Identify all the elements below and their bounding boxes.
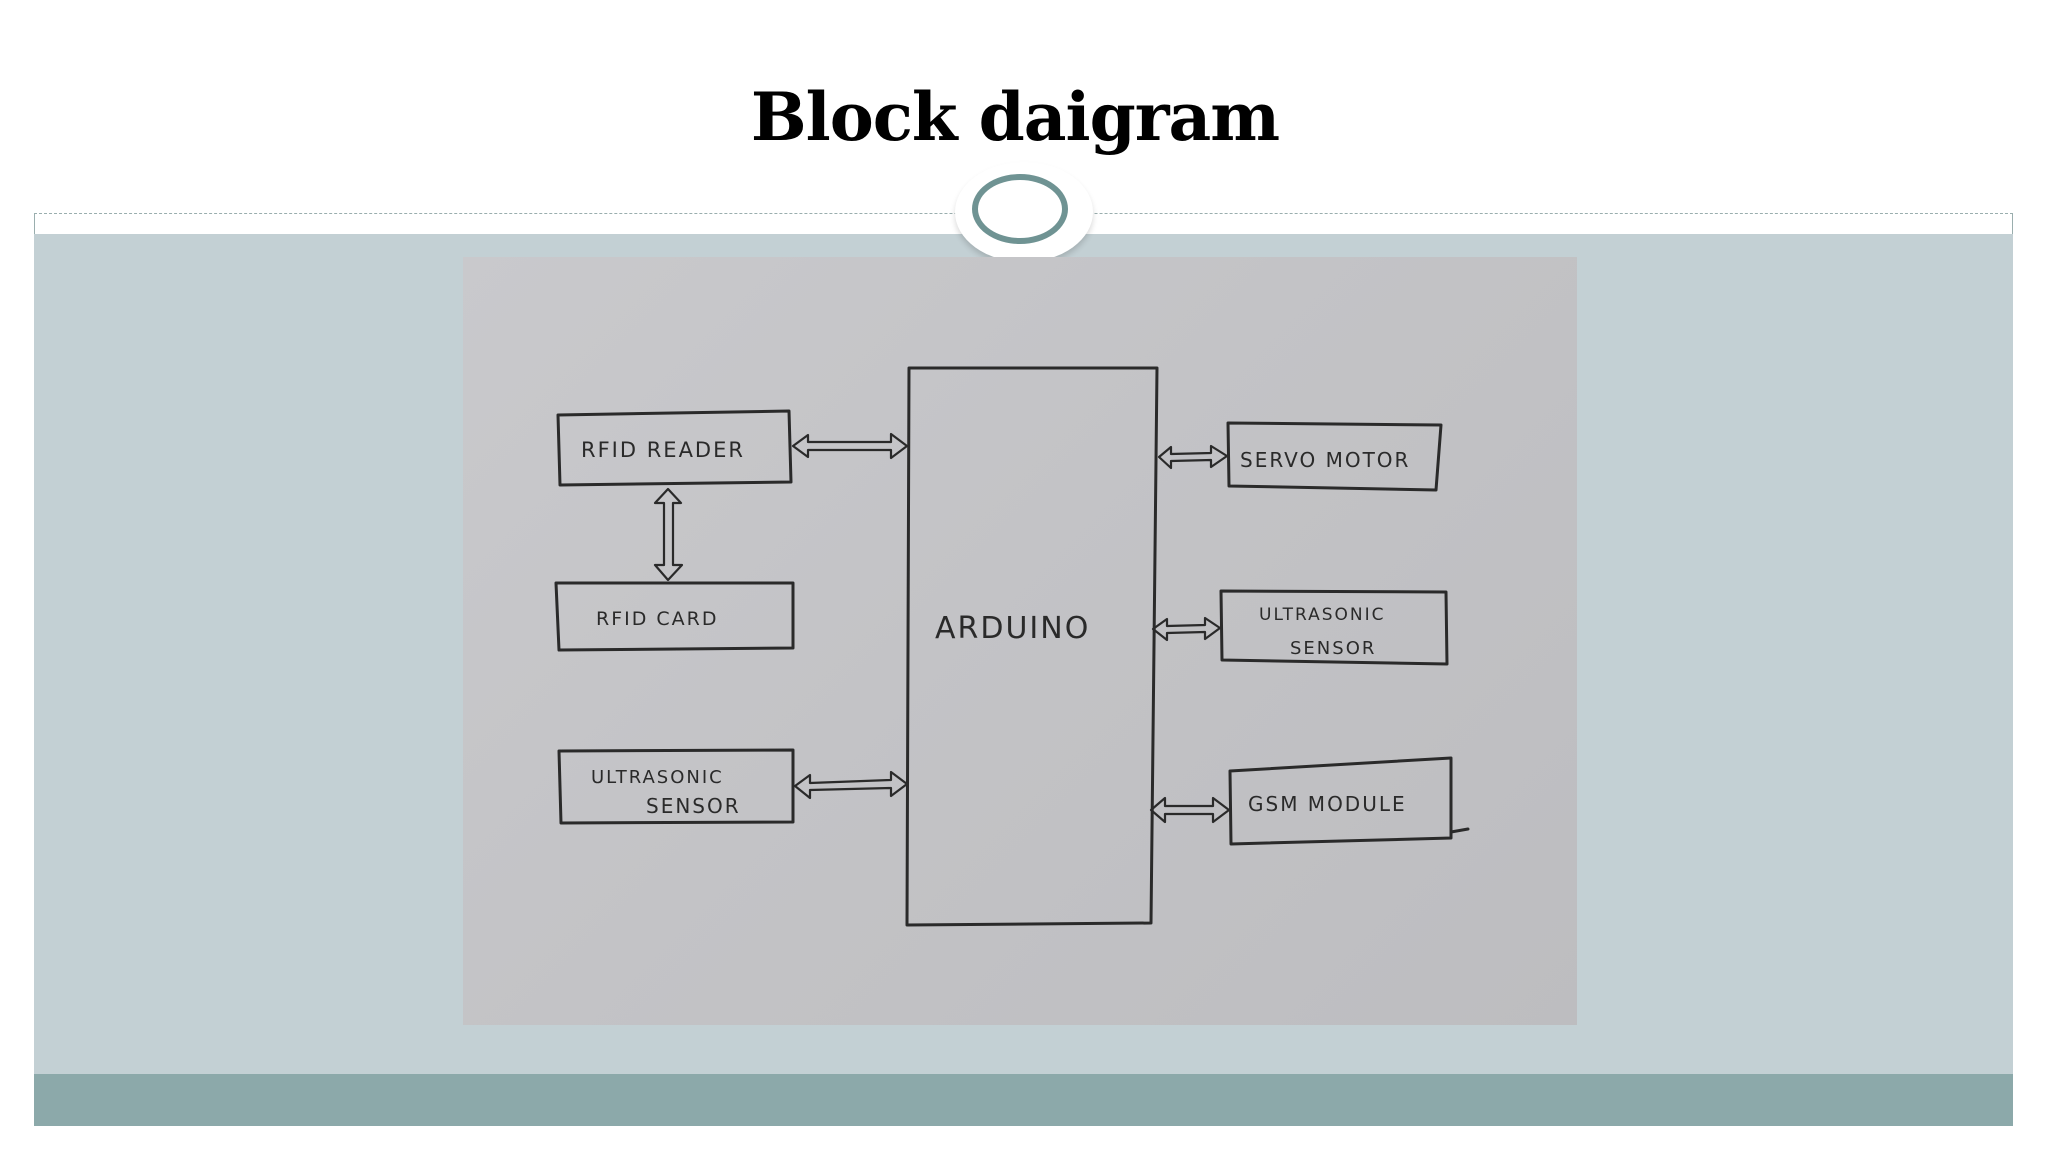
arrow-arduino-ultrasonic-right: [1151, 616, 1222, 642]
slide-title: Block daigram: [750, 78, 1280, 156]
arrow-arduino-servo: [1157, 444, 1229, 470]
gsm-module-block: [1228, 756, 1453, 846]
label-ultrasonic-left-line1: ULTRASONIC: [591, 767, 724, 788]
label-arduino: ARDUINO: [935, 611, 1090, 646]
ornament-ring: [972, 174, 1068, 244]
label-servo-motor: SERVO MOTOR: [1240, 448, 1410, 472]
label-rfid-reader: RFID READER: [581, 438, 745, 462]
footer-band: [34, 1074, 2013, 1126]
rfid-card-block: [554, 581, 795, 652]
arrow-rfid-reader-arduino: [791, 432, 909, 460]
label-ultrasonic-left-line2: SENSOR: [646, 794, 741, 818]
ultrasonic-left-block: [557, 748, 795, 825]
label-rfid-card: RFID CARD: [596, 608, 719, 630]
label-gsm-module: GSM MODULE: [1248, 792, 1407, 816]
label-ultrasonic-right-line2: SENSOR: [1290, 638, 1376, 659]
block-diagram-drawing: RFID READER RFID CARD ULTRASONIC SENSOR …: [554, 366, 1470, 927]
arrow-rfid-reader-card: [653, 487, 684, 582]
arduino-block: [905, 366, 1159, 927]
arrow-arduino-gsm: [1149, 796, 1231, 824]
ultrasonic-right-block: [1219, 589, 1449, 666]
rfid-reader-block: [556, 409, 793, 487]
arrow-ultrasonic-left-arduino: [793, 770, 909, 800]
block-diagram-photo: RFID READER RFID CARD ULTRASONIC SENSOR …: [463, 257, 1577, 1025]
label-ultrasonic-right-line1: ULTRASONIC: [1259, 605, 1385, 625]
divider-ornament: [955, 162, 1093, 262]
servo-motor-block: [1226, 421, 1443, 492]
